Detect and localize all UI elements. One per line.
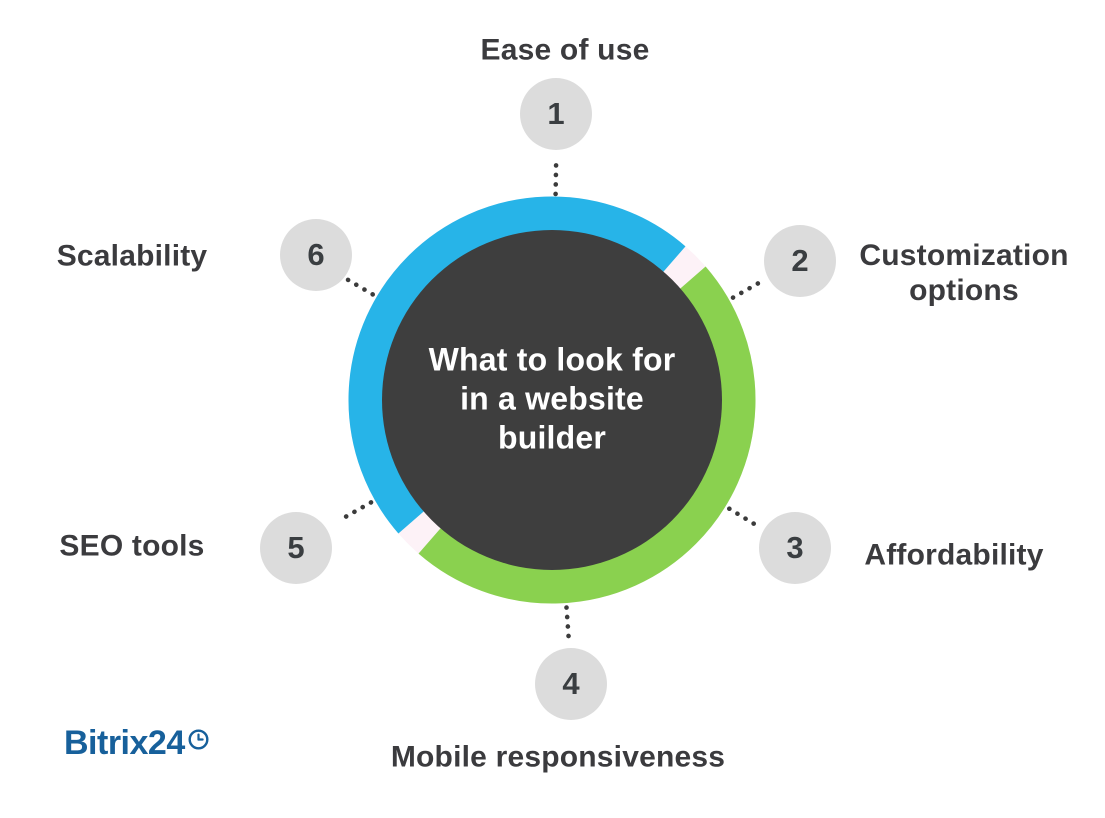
step-circle-6: 6 bbox=[280, 219, 352, 291]
connector-dots-6 bbox=[340, 274, 376, 297]
step-circle-1: 1 bbox=[520, 78, 592, 150]
label-scalability: Scalability bbox=[56, 239, 208, 273]
label-seo-tools: SEO tools bbox=[59, 529, 205, 563]
label-customization-options: Customization options bbox=[859, 239, 1069, 307]
bitrix24-logo-text: Bitrix24 bbox=[64, 724, 185, 762]
connector-dots-2 bbox=[730, 277, 766, 300]
step-circle-4: 4 bbox=[535, 648, 607, 720]
ring-arc-green bbox=[418, 266, 756, 604]
step-circle-5: 5 bbox=[260, 512, 332, 584]
step-number-4: 4 bbox=[562, 666, 580, 701]
label-affordability: Affordability bbox=[864, 538, 1044, 572]
connector-dots-1 bbox=[553, 155, 559, 197]
connector-dots-5 bbox=[338, 500, 374, 523]
clock-icon bbox=[188, 729, 209, 750]
step-number-5: 5 bbox=[287, 530, 305, 565]
label-ease-of-use: Ease of use bbox=[480, 33, 650, 67]
bitrix24-logo: Bitrix24 bbox=[64, 724, 209, 762]
step-number-6: 6 bbox=[307, 237, 325, 272]
connector-dots-4 bbox=[564, 605, 572, 645]
step-number-3: 3 bbox=[786, 530, 804, 565]
center-title: What to look for in a website builder bbox=[428, 341, 676, 456]
step-number-1: 1 bbox=[547, 96, 565, 131]
step-circle-2: 2 bbox=[764, 225, 836, 297]
connector-dots-3 bbox=[726, 506, 762, 530]
center-circle bbox=[382, 230, 722, 570]
label-mobile-responsiveness: Mobile responsiveness bbox=[390, 740, 726, 774]
step-number-2: 2 bbox=[791, 243, 809, 278]
step-circle-3: 3 bbox=[759, 512, 831, 584]
ring-arc-blue bbox=[348, 196, 686, 534]
